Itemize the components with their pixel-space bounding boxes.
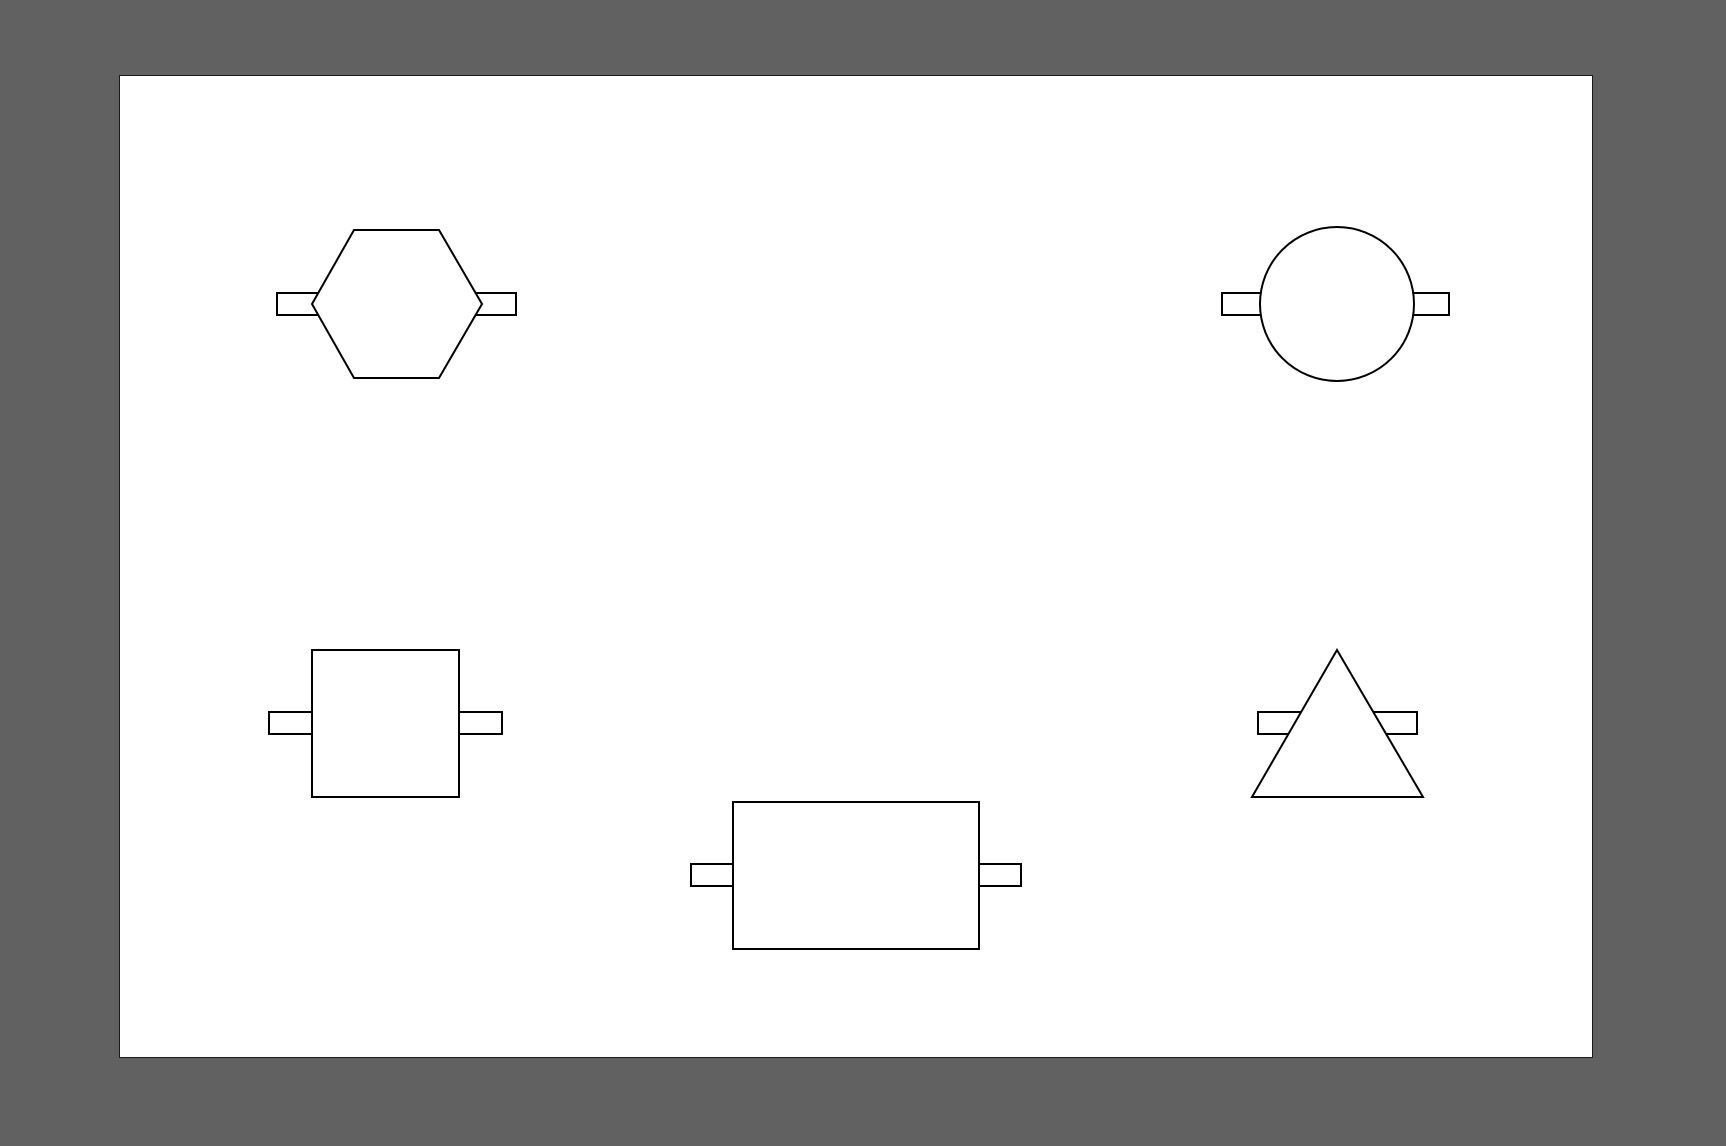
rectangle-left-connector[interactable] <box>690 863 734 887</box>
circle-shape[interactable] <box>1259 226 1415 382</box>
triangle-shape[interactable] <box>1250 648 1425 798</box>
square-shape-group[interactable] <box>268 649 503 798</box>
circle-shape-group[interactable] <box>1221 226 1450 382</box>
square-left-connector[interactable] <box>268 711 313 735</box>
circle-left-connector[interactable] <box>1221 292 1264 316</box>
hexagon-shape-group[interactable] <box>276 229 517 379</box>
square-shape[interactable] <box>311 649 460 798</box>
square-right-connector[interactable] <box>458 711 503 735</box>
triangle-shape-group[interactable] <box>1250 648 1425 798</box>
rectangle-shape[interactable] <box>732 801 980 950</box>
rectangle-right-connector[interactable] <box>978 863 1022 887</box>
hexagon-shape[interactable] <box>310 229 484 379</box>
rectangle-shape-group[interactable] <box>690 801 1022 950</box>
